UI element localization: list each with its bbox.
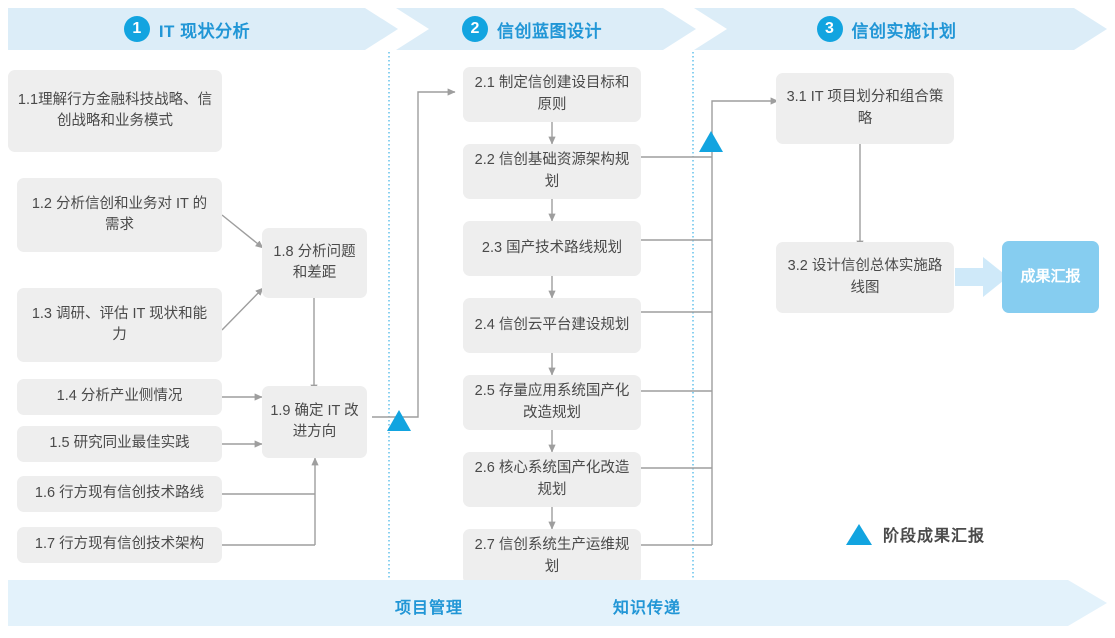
phase-number-badge-1: 1 [123,16,150,42]
phase-title-3: 信创实施计划 [851,21,957,41]
phase-header-1-content: 1 IT 现状分析 [123,16,251,42]
phase-header-2[interactable]: 2 信创蓝图设计 [396,8,696,50]
task-box-1-7[interactable]: 1.7 行方现有信创技术架构 [17,527,222,563]
wire-19-to-21 [372,88,456,418]
task-box-1-8[interactable]: 1.8 分析问题和差距 [262,228,367,298]
task-box-3-1[interactable]: 3.1 IT 项目划分和组合策略 [776,73,954,144]
phase-title-2: 信创蓝图设计 [497,21,602,41]
wire-12-to-18 [221,214,264,249]
phase-title-1: IT 现状分析 [158,21,251,41]
milestone-triangle-phase1 [387,410,411,431]
task-box-1-3[interactable]: 1.3 调研、评估 IT 现状和能力 [17,288,222,362]
milestone-triangle-phase2 [699,131,723,152]
phase-number-badge-3: 3 [816,16,843,42]
wire-bus-to-31 [711,97,779,545]
task-box-1-6[interactable]: 1.6 行方现有信创技术路线 [17,476,222,512]
result-report-badge[interactable]: 成果汇报 [1002,241,1099,313]
result-arrow-icon [955,257,1008,297]
task-box-3-2[interactable]: 3.2 设计信创总体实施路线图 [776,242,954,313]
footer-bar [8,580,1107,626]
phase-header-1[interactable]: 1 IT 现状分析 [8,8,398,50]
legend: 阶段成果汇报 [846,522,985,546]
phase-header-3[interactable]: 3 信创实施计划 [694,8,1107,50]
wire-13-to-18 [221,287,264,331]
task-box-2-2[interactable]: 2.2 信创基础资源架构规划 [463,144,641,199]
task-box-1-2[interactable]: 1.2 分析信创和业务对 IT 的需求 [17,178,222,252]
phase-header-3-content: 3 信创实施计划 [816,16,957,42]
task-box-2-7[interactable]: 2.7 信创系统生产运维规划 [463,529,641,584]
task-box-1-1[interactable]: 1.1理解行方金融科技战略、信创战略和业务模式 [8,70,222,152]
task-box-2-1[interactable]: 2.1 制定信创建设目标和原则 [463,67,641,122]
task-box-1-4[interactable]: 1.4 分析产业侧情况 [17,379,222,415]
footer-item-project-management[interactable]: 项目管理 [395,600,464,617]
legend-label: 阶段成果汇报 [883,528,986,545]
phase-header-2-content: 2 信创蓝图设计 [462,16,602,42]
task-box-2-6[interactable]: 2.6 核心系统国产化改造规划 [463,452,641,507]
task-box-2-4[interactable]: 2.4 信创云平台建设规划 [463,298,641,353]
footer-item-knowledge-transfer[interactable]: 知识传递 [613,600,682,617]
task-box-1-9[interactable]: 1.9 确定 IT 改进方向 [262,386,367,458]
legend-triangle-icon [846,523,872,545]
phase-number-badge-2: 2 [462,16,488,42]
task-box-1-5[interactable]: 1.5 研究同业最佳实践 [17,426,222,462]
task-box-2-5[interactable]: 2.5 存量应用系统国产化改造规划 [463,375,641,430]
task-box-2-3[interactable]: 2.3 国产技术路线规划 [463,221,641,276]
